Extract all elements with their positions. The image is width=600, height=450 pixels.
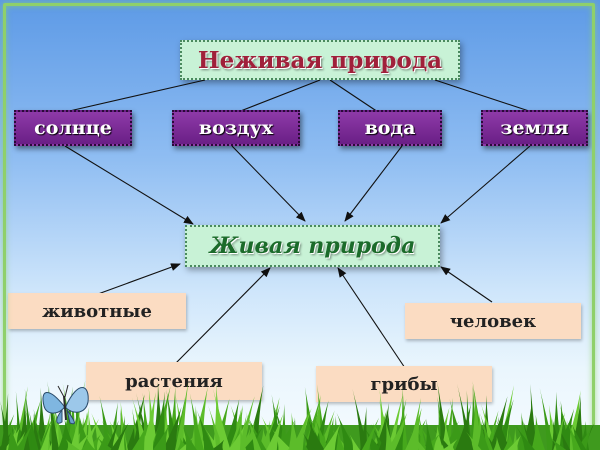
grass-blade <box>152 391 166 450</box>
box-air: воздух <box>172 110 300 146</box>
butterfly-icon <box>42 384 89 425</box>
grass-blade <box>488 396 508 450</box>
grass-blade <box>437 381 450 450</box>
grass-blade <box>83 434 101 450</box>
grass-blade <box>113 430 126 450</box>
box-animals: животные <box>8 293 186 329</box>
grass-blade <box>521 400 535 450</box>
grass-blade <box>405 407 422 450</box>
box-earth: земля <box>481 110 588 146</box>
grass-blade <box>410 431 426 450</box>
arrow-fungi-living <box>337 267 406 369</box>
arrow-animals-living <box>97 263 181 295</box>
grass-blade <box>65 438 80 450</box>
link-title-sun <box>64 79 206 113</box>
grass-blade <box>361 417 380 450</box>
grass-blade <box>162 406 182 450</box>
grass-blade <box>166 389 180 450</box>
grass-blade <box>211 439 225 450</box>
grass-blade <box>466 431 482 450</box>
grass-blade <box>152 424 170 450</box>
grass-blade <box>455 403 471 450</box>
grass-blade <box>175 381 189 450</box>
title-living-nature: Живая природа <box>185 225 440 267</box>
grass-blade <box>141 392 156 450</box>
arrow-plants-living <box>174 267 271 365</box>
grass-blade <box>507 435 521 450</box>
grass-blade <box>575 425 593 450</box>
title-nonliving-nature: Неживая природа <box>180 40 460 80</box>
grass-blade <box>98 428 107 450</box>
grass-blade <box>204 428 221 450</box>
grass-blade <box>558 428 571 450</box>
grass-blade <box>132 403 141 450</box>
grass-blade <box>47 381 60 450</box>
grass-blade <box>531 414 545 450</box>
grass-blade <box>0 393 9 450</box>
box-human: человек <box>405 303 581 339</box>
link-title-air <box>237 79 321 113</box>
grass-blade <box>539 387 555 450</box>
grass-blade <box>78 414 92 450</box>
grass-blade <box>29 410 39 450</box>
link-title-earth <box>434 79 533 113</box>
grass-blade <box>302 432 316 450</box>
grass-blade <box>550 437 567 450</box>
grass-foreground <box>0 410 593 450</box>
grass-blade <box>442 439 458 450</box>
box-plants: растения <box>86 362 262 400</box>
link-title-water <box>329 79 379 113</box>
grass-blade <box>556 408 575 450</box>
grass-blade <box>189 393 205 450</box>
grass-blade <box>245 411 262 450</box>
arrow-sun-living <box>64 145 194 225</box>
grass-blade <box>196 410 215 450</box>
grass-blade <box>418 415 427 450</box>
arrow-human-living <box>440 266 493 303</box>
grass-blade <box>515 426 535 450</box>
grass-blade <box>364 427 382 450</box>
box-fungi: грибы <box>316 366 492 402</box>
grass-blade <box>208 405 224 450</box>
grass-blade <box>457 383 474 450</box>
grass-blade <box>132 422 148 450</box>
grass-blade <box>360 406 368 450</box>
grass-blade <box>518 412 531 450</box>
arrow-earth-living <box>440 145 531 224</box>
grass-blade <box>242 427 263 450</box>
grass-blade <box>24 388 35 450</box>
grass-blade <box>349 434 360 450</box>
grass-blade <box>352 388 369 450</box>
grass-blade <box>86 410 95 450</box>
arrow-water-living <box>344 145 403 222</box>
arrow-air-living <box>231 145 306 222</box>
grass-blade <box>69 410 80 450</box>
box-sun: солнце <box>14 110 132 146</box>
box-water: вода <box>338 110 442 146</box>
grass-blade <box>449 399 467 450</box>
grass-blade <box>496 416 511 450</box>
grass-blade <box>271 428 293 450</box>
grass-blade <box>72 432 91 450</box>
grass-blade <box>571 395 584 450</box>
grass-blade <box>212 388 231 450</box>
grass-blade <box>182 425 197 450</box>
